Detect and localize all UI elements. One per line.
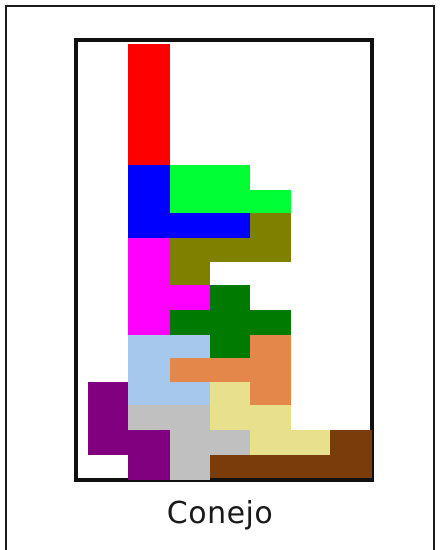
piece-red (128, 44, 170, 165)
puzzle-caption: Conejo (0, 496, 440, 531)
puzzle-figure (0, 0, 440, 500)
